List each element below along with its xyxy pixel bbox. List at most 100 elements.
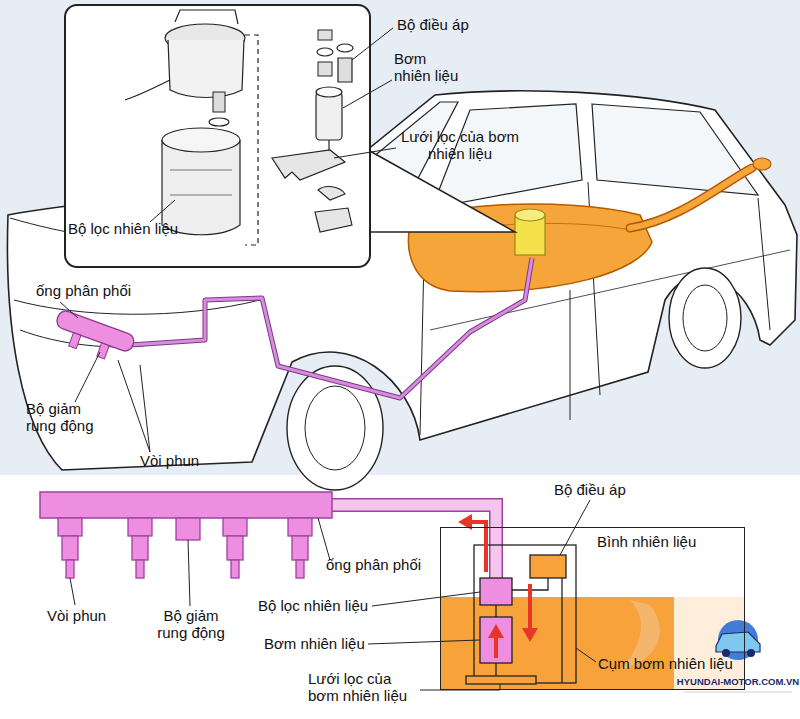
inset-pointer: [368, 150, 515, 232]
part-label: Cụm bơm nhiên liệu: [598, 655, 758, 672]
pulsation-damper: [176, 518, 200, 540]
fuel-line-outline: [130, 258, 532, 398]
front-wheel: [287, 366, 383, 490]
watermark-logo-car: [716, 632, 760, 652]
leader-line: [140, 365, 150, 452]
injector-body: [128, 518, 152, 536]
fender-line: [14, 300, 260, 314]
part-label: Bơm nhiên liệu: [264, 635, 414, 652]
injector: [128, 518, 152, 578]
return-pipe: [561, 578, 562, 683]
pressure-regulator-part: [338, 58, 352, 82]
part-label: Vòi phun: [140, 452, 230, 469]
part-label: Bộ điều áp: [397, 16, 517, 33]
leader-line: [334, 148, 396, 158]
injector-tip: [296, 560, 304, 578]
injector-tip: [231, 560, 239, 578]
injector-body: [288, 518, 312, 536]
leader-line: [570, 290, 571, 420]
rear-wheel: [669, 268, 741, 368]
leader-line: [343, 80, 392, 108]
pressure-regulator: [530, 555, 566, 578]
watermark-logo-wheel: [747, 649, 755, 657]
sender-wire: [125, 80, 170, 100]
o-ring: [317, 48, 333, 56]
injector: [223, 518, 247, 578]
watermark: HYUNDAI-MOTOR.COM.VN: [676, 676, 800, 688]
check-valve: [213, 92, 225, 112]
leader-line: [188, 540, 190, 606]
filler-cap: [753, 158, 771, 170]
filler-pipe-outline: [630, 168, 752, 228]
watermark-rule: [684, 692, 792, 693]
flow-arrow-shaft: [494, 636, 498, 658]
flow-arrow-shaft: [528, 584, 532, 630]
fuel-filter-top: [162, 128, 240, 152]
flow-arrow-head: [488, 624, 504, 638]
pump-module-top: [515, 209, 545, 221]
filler-pipe: [630, 168, 752, 228]
leader-line: [368, 640, 480, 644]
part-label: Vòi phun: [47, 607, 137, 624]
assembly-bracket: [245, 35, 258, 245]
leader-line: [60, 302, 78, 318]
fuel-line: [130, 258, 532, 398]
injector-body: [62, 536, 78, 560]
injector-body: [223, 518, 247, 536]
bottom-background: [0, 475, 800, 719]
fuel-rail-body: [55, 309, 136, 353]
injector-tip: [136, 560, 144, 578]
leader-line: [352, 28, 393, 60]
flow-arrow-head: [522, 628, 538, 642]
pump-strainer-part: [272, 150, 345, 180]
part-label: Bộ lọc nhiên liệu: [68, 220, 218, 237]
pipe: [495, 605, 496, 617]
sender-pipe: [175, 10, 238, 24]
fuel-pump-top: [316, 87, 342, 97]
part-label: Bộ giảm rung động: [152, 607, 230, 641]
rear-wheel-rim: [683, 285, 727, 351]
part-label: Bộ lọc nhiên liệu: [258, 597, 408, 614]
part-label: ống phân phối: [36, 282, 166, 299]
part-label: Bộ giảm rung động: [26, 400, 104, 434]
injector-body: [132, 536, 148, 560]
filter-ribs: [170, 170, 232, 195]
pipe: [495, 663, 496, 676]
flow-arrow-shaft: [470, 522, 486, 572]
leader-line: [576, 648, 596, 662]
injector-stub: [69, 333, 81, 349]
pump-strainer: [466, 676, 536, 684]
fuel-rail: [40, 492, 332, 518]
part-label: Bộ điều áp: [554, 481, 664, 498]
bracket-part: [315, 208, 352, 232]
injector: [288, 518, 312, 578]
door-line: [758, 198, 770, 330]
o-ring: [337, 44, 353, 52]
part-label: Lưới lọc của bơm nhiên liệu: [390, 128, 530, 162]
leader-line: [118, 360, 150, 452]
o-ring: [209, 118, 229, 126]
inset-frame: [65, 5, 370, 267]
part-label: Lưới lọc của bơm nhiên liệu: [308, 670, 416, 704]
injector-tip: [66, 560, 74, 578]
sender-body: [168, 40, 244, 98]
fuel-filter: [480, 578, 512, 605]
fuel-rail-illustration: [50, 309, 136, 366]
leader-line: [372, 592, 480, 606]
part-label: Bơm nhiên liệu: [394, 50, 462, 84]
leader-line: [318, 518, 330, 560]
part-label: ống phân phối: [326, 556, 456, 573]
leader-line: [150, 200, 175, 222]
injector: [58, 518, 82, 578]
top-background: [0, 0, 800, 475]
box-label: Bình nhiên liệu: [597, 533, 696, 550]
clip: [318, 187, 345, 200]
front-wheel-rim: [305, 386, 365, 470]
pump-assembly-outline: [474, 545, 576, 683]
injector-body: [292, 536, 308, 560]
fuel-pump: [480, 617, 512, 663]
injector-body: [58, 518, 82, 536]
